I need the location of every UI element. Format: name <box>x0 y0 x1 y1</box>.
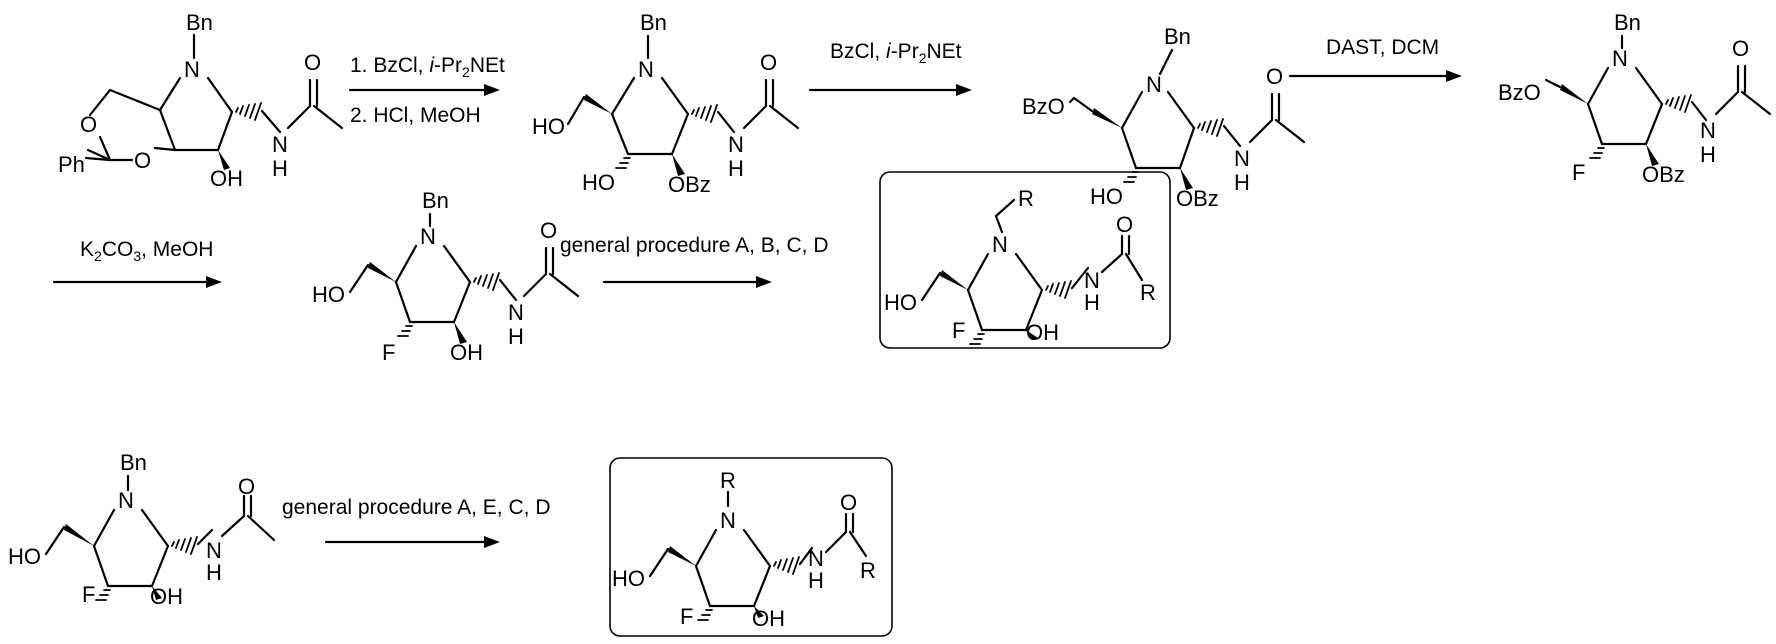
r-label: R <box>720 468 736 493</box>
reaction-arrow-4: K2CO3, MeOH <box>54 238 222 288</box>
r-label: R <box>1018 186 1034 211</box>
h-atom: H <box>808 568 824 593</box>
ho-label: HO <box>884 290 917 315</box>
product-box-1: R N HO F OH N H O R <box>880 172 1170 348</box>
step1-conditions-line1: 1. BzCl, i-Pr2NEt <box>350 54 505 80</box>
oh-label: OH <box>752 606 785 631</box>
o-atom: O <box>304 50 321 75</box>
h-atom: H <box>728 156 744 181</box>
f-label: F <box>82 582 95 607</box>
h-atom: H <box>1700 142 1716 167</box>
oh-label: OH <box>210 166 243 191</box>
bn-label: Bn <box>422 188 449 213</box>
h-atom: H <box>206 560 222 585</box>
ho-label: HO <box>582 170 615 195</box>
ho-label: HO <box>612 566 645 591</box>
n-atom: N <box>728 132 744 157</box>
f-label: F <box>1572 160 1585 185</box>
n-atom: N <box>720 508 736 533</box>
reaction-arrow-6: general procedure A, E, C, D <box>282 496 550 548</box>
o-atom: O <box>1732 36 1749 61</box>
bn-label: Bn <box>186 10 213 35</box>
h-atom: H <box>508 324 524 349</box>
n-atom: N <box>992 232 1008 257</box>
oh-label: OH <box>450 340 483 365</box>
h-atom: H <box>1234 170 1250 195</box>
n-atom: N <box>1700 118 1716 143</box>
bn-label: Bn <box>640 10 667 35</box>
compound-5-fluoro-diol: Bn N HO F OH N H O <box>312 188 578 365</box>
product-box-2: R N HO F OH N H O R <box>610 458 892 636</box>
compound-1-benzylidene-acetal: Bn N O O Ph OH N H O <box>58 10 342 191</box>
bn-label: Bn <box>1614 10 1641 35</box>
obz-label: OBz <box>1642 162 1685 187</box>
step4-conditions: K2CO3, MeOH <box>80 238 213 264</box>
o-atom: O <box>840 490 857 515</box>
f-label: F <box>382 340 395 365</box>
n-atom: N <box>118 488 134 513</box>
compound-4-fluoro-dibenzoate: Bn N BzO F OBz N H O <box>1498 10 1770 187</box>
o-atom: O <box>540 218 557 243</box>
reaction-arrow-2: BzCl, i-Pr2NEt <box>810 40 972 96</box>
obz-label: OBz <box>668 172 711 197</box>
n-atom: N <box>1234 146 1250 171</box>
h-atom: H <box>1084 290 1100 315</box>
step6-conditions: general procedure A, E, C, D <box>282 496 550 519</box>
bzo-label: BzO <box>1498 80 1541 105</box>
step5-conditions: general procedure A, B, C, D <box>560 234 828 257</box>
r-label: R <box>860 558 876 583</box>
h-atom: H <box>272 156 288 181</box>
o-atom: O <box>1266 64 1283 89</box>
o-atom: O <box>134 148 151 173</box>
ho-label: HO <box>312 282 345 307</box>
ho-label: HO <box>1090 184 1123 209</box>
o-atom: O <box>760 50 777 75</box>
reaction-arrow-1: 1. BzCl, i-Pr2NEt 2. HCl, MeOH <box>350 54 505 127</box>
ho-label: HO <box>532 114 565 139</box>
r-label: R <box>1140 280 1156 305</box>
o-atom: O <box>80 112 97 137</box>
oh-label: OH <box>150 584 183 609</box>
o-atom: O <box>238 474 255 499</box>
ph-label: Ph <box>58 152 85 177</box>
obz-label: OBz <box>1176 186 1219 211</box>
bn-label: Bn <box>120 450 147 475</box>
oh-label: OH <box>1026 320 1059 345</box>
n-atom: N <box>420 224 436 249</box>
f-label: F <box>952 318 965 343</box>
f-label: F <box>680 604 693 629</box>
n-atom: N <box>272 132 288 157</box>
n-atom: N <box>1612 46 1628 71</box>
n-atom: N <box>638 57 654 82</box>
bzo-label: BzO <box>1022 94 1065 119</box>
n-atom: N <box>1146 72 1162 97</box>
ho-label: HO <box>8 544 41 569</box>
compound-6-fluoro-diol: Bn N HO F OH N H O <box>8 450 274 609</box>
n-atom: N <box>184 57 200 82</box>
compound-2-monobenzoate: Bn N HO HO OBz N H O <box>532 10 798 197</box>
bn-label: Bn <box>1164 24 1191 49</box>
reaction-arrow-5: general procedure A, B, C, D <box>560 234 828 288</box>
step3-conditions: DAST, DCM <box>1326 36 1439 59</box>
compound-3-dibenzoate: Bn N BzO HO OBz N H O <box>1022 24 1304 211</box>
step2-conditions: BzCl, i-Pr2NEt <box>830 40 962 66</box>
o-atom: O <box>1116 212 1133 237</box>
step1-conditions-line2: 2. HCl, MeOH <box>350 104 481 127</box>
reaction-arrow-3: DAST, DCM <box>1290 36 1462 82</box>
n-atom: N <box>508 300 524 325</box>
